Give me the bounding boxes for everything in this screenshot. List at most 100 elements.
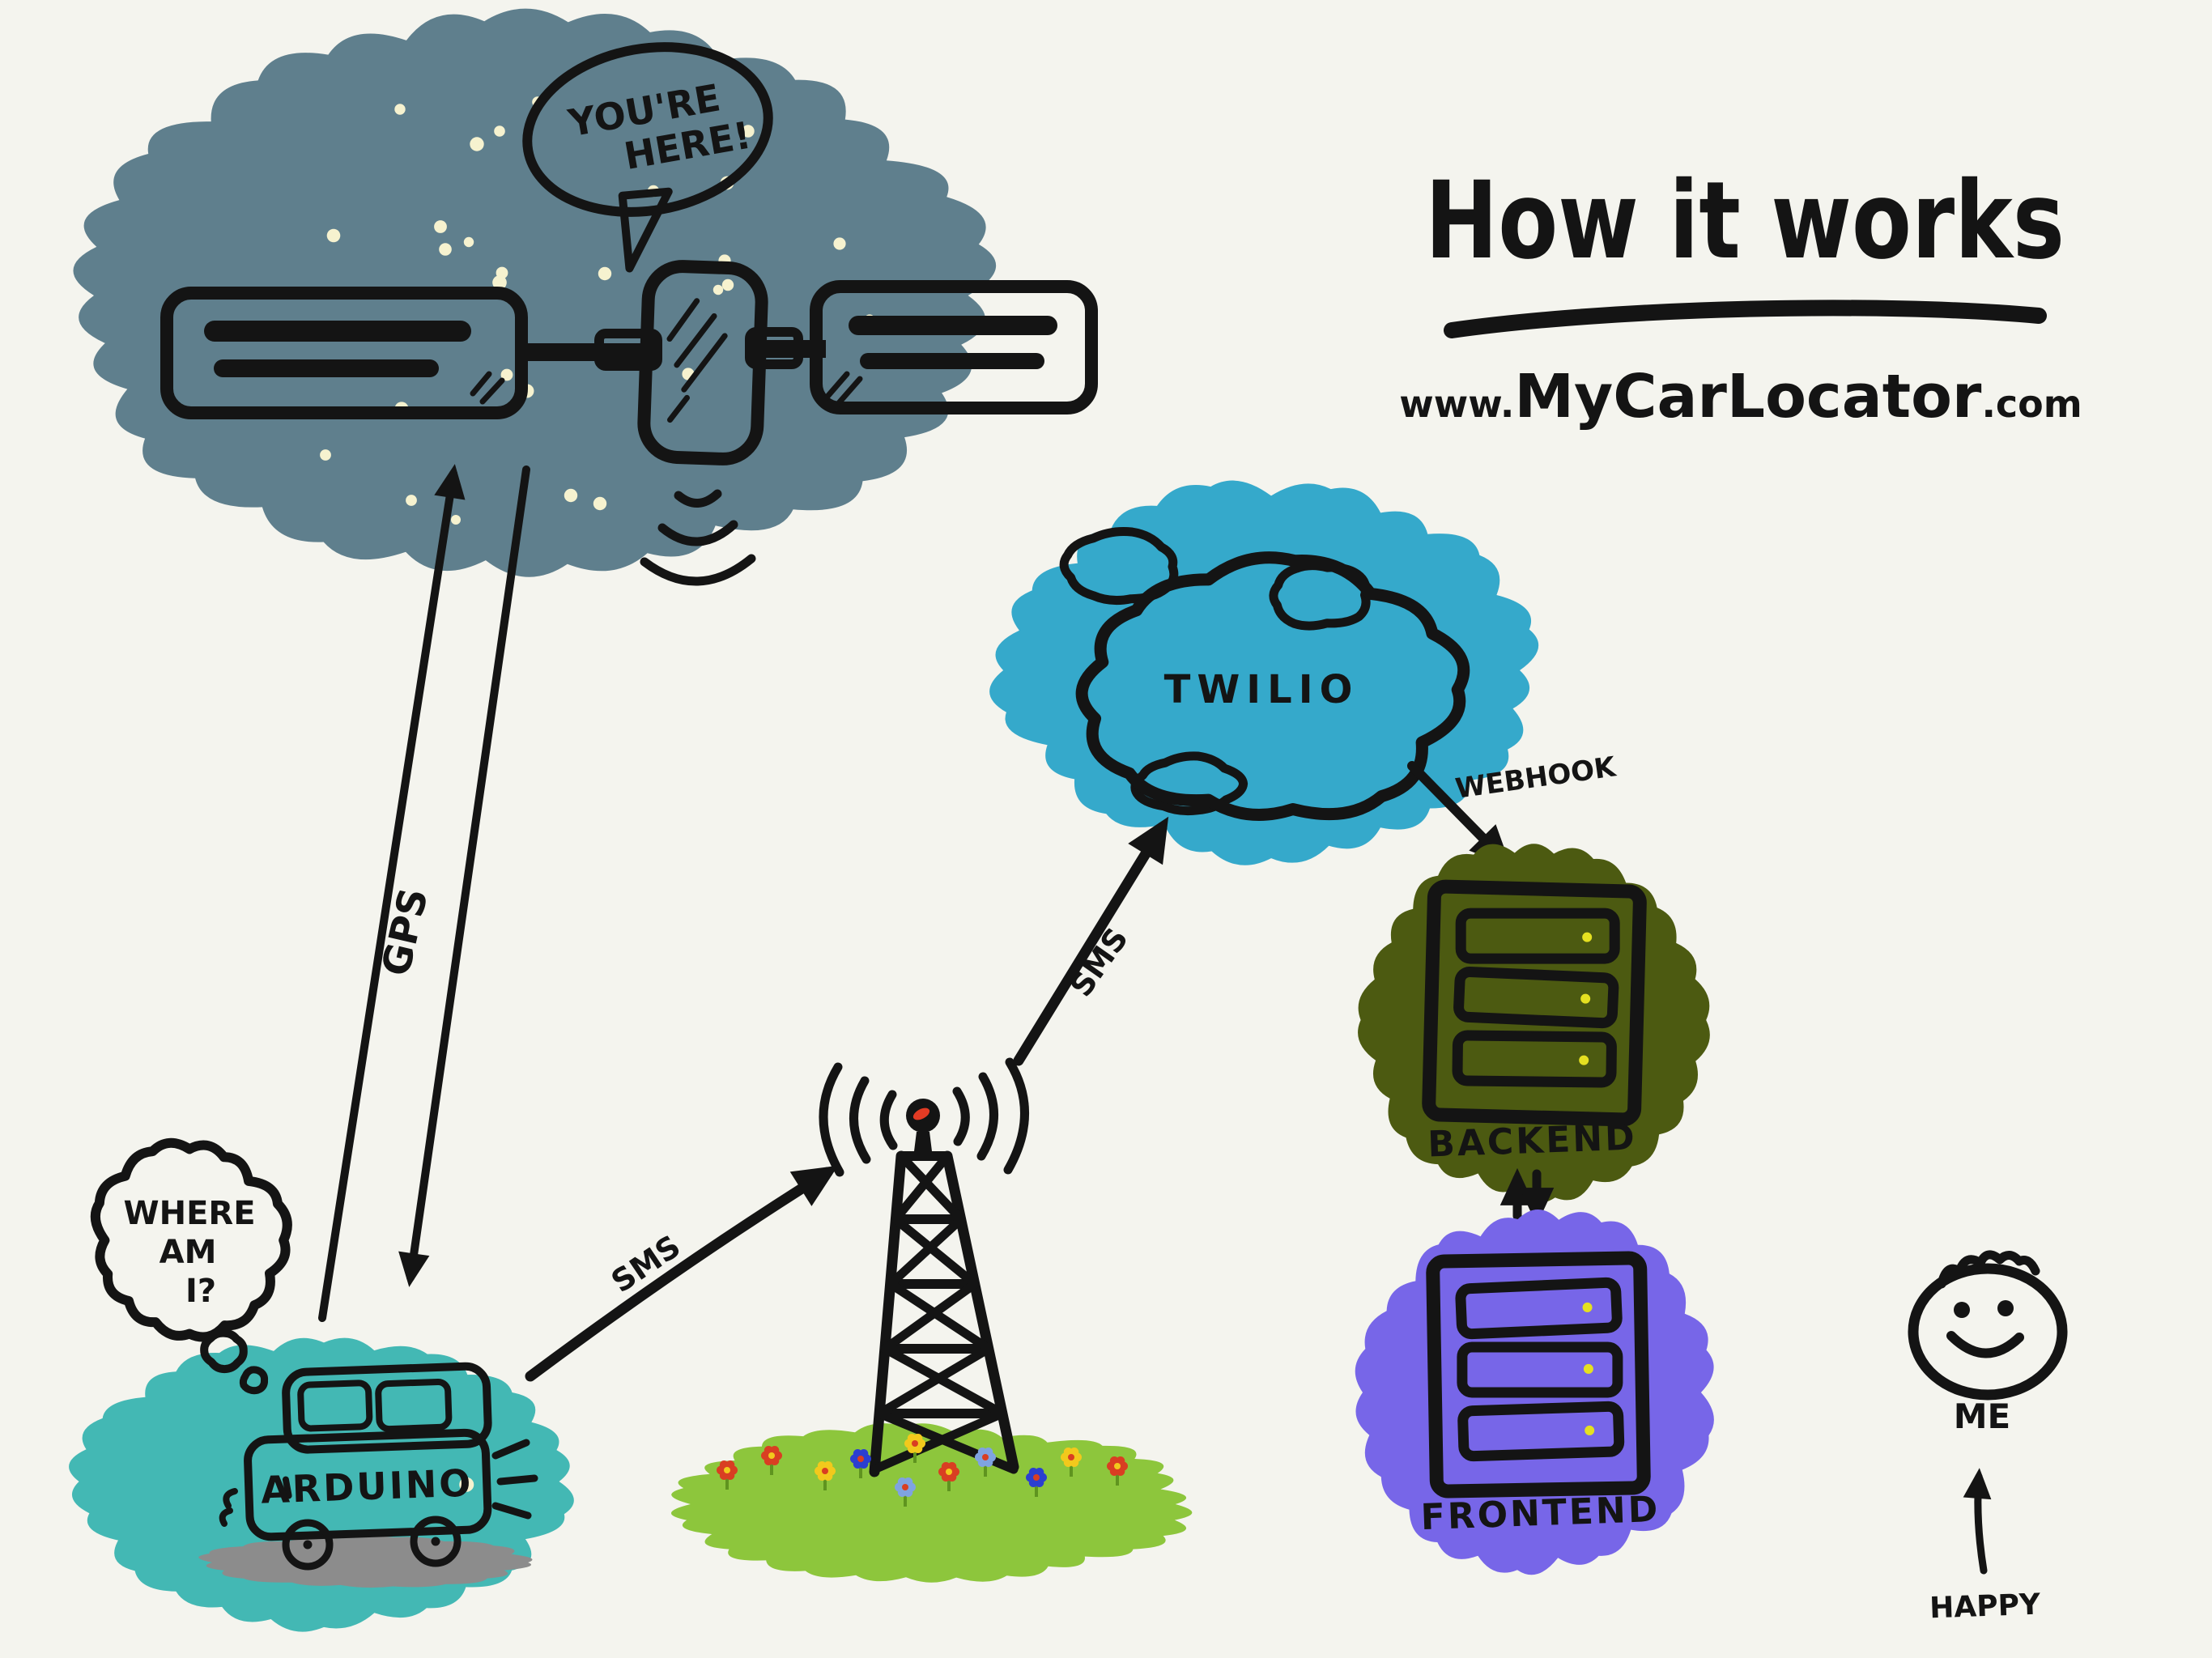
panel-line <box>860 353 1044 369</box>
server-rack-icon <box>1426 1251 1651 1499</box>
bubble-tail <box>618 187 673 273</box>
flower-icon <box>938 1462 959 1491</box>
star-dot <box>394 104 406 115</box>
smile-icon <box>1946 1331 2024 1358</box>
url-suffix: .com <box>1981 382 2082 426</box>
star-dot <box>434 220 447 233</box>
car-window <box>297 1380 373 1432</box>
webhook-arrow <box>1407 761 1512 867</box>
star-dot <box>451 515 461 525</box>
satellite-body <box>637 260 768 466</box>
tower-wave-icon <box>976 1072 998 1161</box>
car-window <box>375 1378 453 1433</box>
sms-arrow-2 <box>1013 816 1169 1066</box>
car-door-mark <box>282 1476 292 1499</box>
signal-wave-icon <box>640 554 756 586</box>
backend-node: BACKEND <box>1358 844 1710 1203</box>
twilio-cloud-icon <box>1075 551 1470 821</box>
antenna-neck <box>913 1132 933 1158</box>
happy-arrow <box>1963 1468 1992 1575</box>
star-dot <box>721 278 734 291</box>
cell-tower-icon <box>819 1057 1029 1477</box>
server-bar <box>1457 1341 1623 1398</box>
satellite-joint-left <box>594 329 662 371</box>
server-led <box>1585 1425 1595 1435</box>
star-dot <box>500 368 513 381</box>
car-brand-label: ARDUINO <box>260 1461 474 1512</box>
site-url: www.MyCarLocator.com <box>1399 362 2082 432</box>
satellite-icon <box>160 260 1098 586</box>
star-dot <box>598 266 612 281</box>
flower-icon <box>1026 1468 1047 1497</box>
car-body <box>244 1428 492 1541</box>
star-dot <box>463 236 474 248</box>
star-dot <box>406 495 417 506</box>
exhaust-puffs <box>219 1488 238 1527</box>
car-scene: ARDUINO <box>69 1337 574 1632</box>
flower-icon <box>717 1460 738 1490</box>
panel-glint <box>470 371 505 405</box>
server-bar <box>1455 908 1620 964</box>
satellite-boom-left <box>518 343 656 361</box>
satellite-joint-right <box>745 327 803 369</box>
star-dot <box>320 449 331 461</box>
gps-link: GPS <box>318 464 530 1322</box>
flower-icon <box>1061 1448 1082 1477</box>
thought-line2: AM <box>160 1234 217 1271</box>
solar-panel-right <box>810 280 1098 414</box>
thought-line1: WHERE <box>123 1195 255 1232</box>
antenna-light <box>912 1107 930 1120</box>
flower-icon <box>761 1446 782 1475</box>
star-dot <box>492 275 507 290</box>
signal-wave-icon <box>657 520 738 546</box>
headlight-icon <box>459 1477 474 1492</box>
panel-glint <box>823 371 863 408</box>
title-block: How it works www.MyCarLocator.com <box>1399 159 2082 432</box>
server-led <box>1582 932 1593 942</box>
star-dot <box>326 228 341 243</box>
frontend-label: FRONTEND <box>1420 1489 1661 1538</box>
server-led <box>1582 1302 1593 1312</box>
body-glint <box>666 298 728 423</box>
server-bar <box>1455 1277 1623 1340</box>
server-led <box>1583 1363 1593 1374</box>
server-bar <box>1457 1401 1625 1462</box>
car-icon: ARDUINO <box>244 1362 492 1541</box>
twilio-label: TWILIO <box>1164 667 1359 712</box>
url-name: MyCarLocator <box>1514 362 1982 432</box>
gps-arrow-up <box>318 464 466 1322</box>
thought-line3: I? <box>185 1273 216 1310</box>
tower-wave-icon <box>849 1076 871 1164</box>
wheel-hub <box>431 1537 440 1546</box>
panel-line <box>214 359 439 377</box>
tower-wave-icon <box>819 1062 844 1177</box>
title-underline <box>1444 300 2047 338</box>
space-scene: YOU'RE HERE! <box>73 8 1098 586</box>
backend-label: BACKEND <box>1427 1117 1637 1166</box>
tower-bracing <box>870 1151 1019 1474</box>
grass-blob <box>670 1423 1193 1583</box>
gps-arrow-down <box>398 466 530 1287</box>
panel-line <box>849 316 1057 335</box>
thought-bubble: WHERE AM I? <box>90 1137 292 1395</box>
server-led <box>1579 1055 1589 1065</box>
signal-wave-icon <box>674 489 722 508</box>
me-figure: ME HAPPY <box>1908 1250 2068 1626</box>
star-dot <box>742 125 755 138</box>
youre-here-bubble: YOU'RE HERE! <box>522 42 773 273</box>
happy-label: HAPPY <box>1929 1588 2042 1626</box>
thought-dot <box>200 1329 248 1374</box>
me-label: ME <box>1954 1397 2011 1436</box>
star-dot <box>833 237 846 250</box>
honk-lines <box>491 1439 538 1520</box>
sms-arrow-1 <box>525 1165 839 1382</box>
car-wheel <box>282 1519 334 1571</box>
tower-wave-icon <box>952 1086 970 1146</box>
backend-frontend-sync <box>1499 1167 1555 1226</box>
bubble-shape <box>522 42 773 217</box>
tower-scene <box>670 1057 1193 1583</box>
server-led <box>1580 993 1591 1004</box>
hair-icon <box>1937 1250 2040 1289</box>
flower-icon <box>895 1477 916 1507</box>
